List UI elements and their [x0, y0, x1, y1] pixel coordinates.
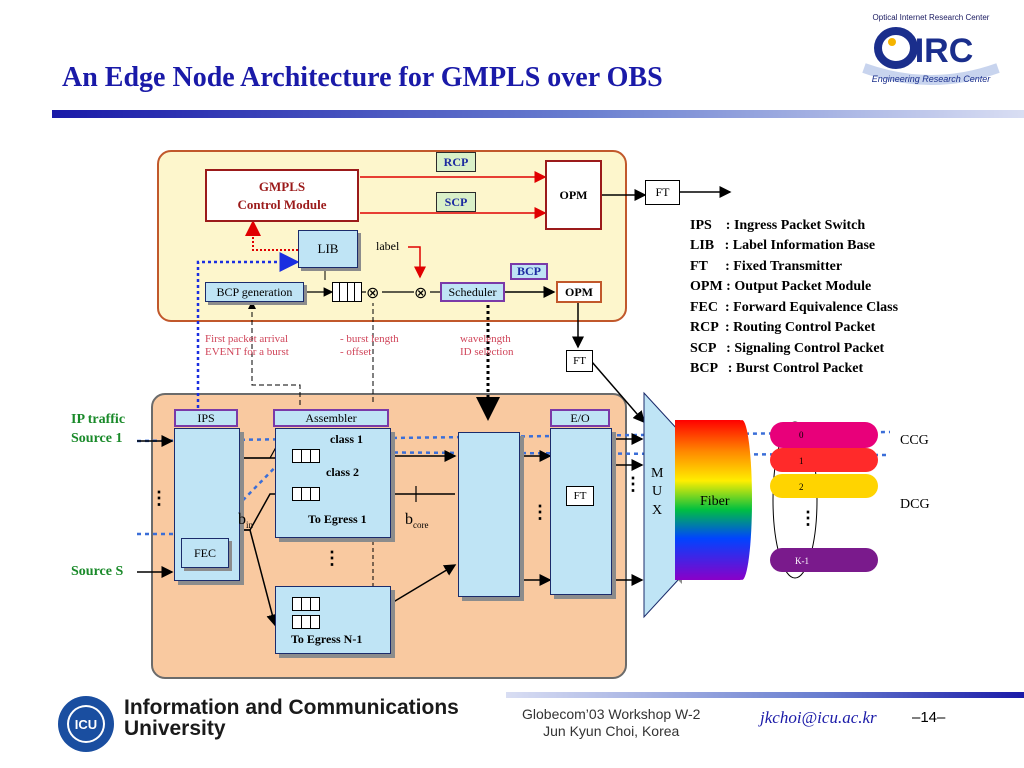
oirc-logo: Optical Internet Research Center IRC Eng… — [862, 13, 1000, 85]
ip-traffic-label: IP traffic — [71, 412, 126, 427]
opm-bottom-box: OPM — [556, 281, 602, 303]
svg-text:ICU: ICU — [75, 717, 97, 732]
eo-ellipsis: ⋮ — [624, 474, 642, 494]
gmpls-control-module: GMPLS Control Module — [205, 169, 359, 222]
b-in-label: bin — [238, 511, 253, 530]
mux-u: U — [652, 484, 663, 499]
footer-bar — [506, 692, 1024, 698]
label-text: label — [376, 239, 400, 253]
legend-opm: OPM : Output Packet Module — [690, 279, 872, 294]
title-underline — [52, 110, 1024, 118]
legend-rcp: RCP : Routing Control Packet — [690, 320, 876, 335]
legend-lib: LIB : Label Information Base — [690, 238, 876, 253]
fiber-graphic — [675, 420, 878, 580]
ft-inner-box: FT — [566, 486, 594, 506]
university-name: Information and Communications Universit… — [124, 696, 459, 740]
svg-text:Optical Internet Research Cent: Optical Internet Research Center — [873, 13, 990, 22]
ft-top-box: FT — [645, 180, 680, 205]
legend-scp: SCP : Signaling Control Packet — [690, 341, 885, 356]
class2-label: class 2 — [326, 465, 359, 479]
page-title: An Edge Node Architecture for GMPLS over… — [62, 62, 663, 93]
multiplier-2: ⊗ — [414, 285, 428, 302]
icu-logo: ICU — [58, 696, 114, 752]
egress-ellipsis: ⋮ — [323, 548, 341, 568]
fec-box: FEC — [181, 538, 229, 568]
legend-ips: IPS : Ingress Packet Switch — [690, 218, 866, 233]
channel-ellipsis: ⋮ — [799, 508, 817, 528]
eo-block — [550, 428, 612, 595]
b-core-main: b — [405, 511, 413, 528]
to-egress1-label: To Egress 1 — [308, 512, 367, 526]
legend-fec: FEC : Forward Equivalence Class — [690, 300, 899, 315]
b-core-label: bcore — [405, 511, 429, 530]
bcp-tag: BCP — [510, 263, 548, 280]
scheduler-box: Scheduler — [440, 282, 505, 302]
svg-text:Engineering Research Center: Engineering Research Center — [872, 74, 992, 84]
footer-conference: Globecom’03 Workshop W-2 Jun Kyun Choi, … — [522, 706, 701, 739]
annotation-burst: - burst length - offset — [340, 333, 399, 358]
svg-text:IRC: IRC — [915, 32, 974, 70]
channel-2: 2 — [799, 482, 804, 492]
opm-top-box: OPM — [545, 160, 602, 230]
assembler-egress1-block — [275, 428, 391, 538]
b-core-sub: core — [413, 520, 429, 531]
gmpls-line1: GMPLS — [258, 178, 306, 194]
annotation-wavelength: wavelength ID selection — [460, 333, 514, 358]
class2-queue — [292, 487, 320, 501]
annotation-first-packet: First packet arrival EVENT for a burst — [205, 333, 289, 358]
page-number: –14– — [912, 709, 946, 726]
legend-bcp: BCP : Burst Control Packet — [690, 361, 864, 376]
egressN-queue-2 — [292, 615, 320, 629]
ccg-label: CCG — [900, 433, 929, 448]
channel-1: 1 — [799, 456, 804, 466]
lib-box: LIB — [298, 230, 358, 268]
mux-m: M — [651, 466, 664, 481]
class1-label: class 1 — [330, 432, 363, 446]
rcp-box: RCP — [436, 152, 476, 172]
ips-label: IPS — [174, 409, 238, 427]
fiber-label: Fiber — [700, 494, 730, 509]
mux-x: X — [652, 503, 663, 518]
gmpls-line2: Control Module — [237, 196, 327, 212]
channel-0: 0 — [799, 430, 804, 440]
to-egress-n1-label: To Egress N-1 — [291, 632, 363, 646]
assembler-label: Assembler — [273, 409, 389, 427]
ft-mid-box: FT — [566, 350, 593, 372]
core-switch-block — [458, 432, 520, 597]
b-in-main: b — [238, 511, 246, 528]
egressN-queue-1 — [292, 597, 320, 611]
dcg-label: DCG — [900, 497, 930, 512]
eo-label: E/O — [550, 409, 610, 427]
multiplier-1: ⊗ — [366, 285, 380, 302]
source-s-label: Source S — [71, 564, 124, 579]
class1-queue — [292, 449, 320, 463]
footer-email[interactable]: jkchoi@icu.ac.kr — [760, 708, 877, 727]
sources-ellipsis: ⋮ — [150, 488, 168, 508]
legend-ft: FT : Fixed Transmitter — [690, 259, 843, 274]
bcp-generation-box: BCP generation — [205, 282, 304, 302]
switch-ellipsis: ⋮ — [531, 502, 549, 522]
channel-k1: K-1 — [795, 556, 809, 566]
bcp-queue — [332, 282, 362, 302]
scp-box: SCP — [436, 192, 476, 212]
b-in-sub: in — [246, 520, 254, 531]
source1-label: Source 1 — [71, 431, 123, 446]
